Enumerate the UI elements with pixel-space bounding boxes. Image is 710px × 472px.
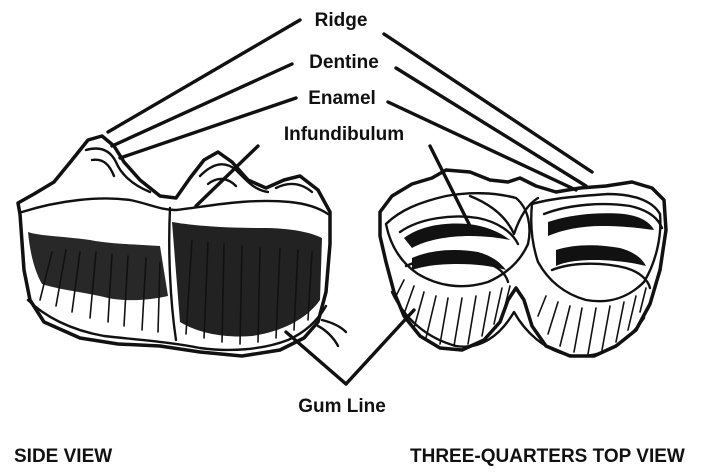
enamel-label: Enamel: [308, 88, 376, 109]
side-view-tooth: [18, 136, 346, 356]
dentine-label: Dentine: [309, 52, 379, 73]
ridge-label: Ridge: [315, 10, 368, 31]
infundibulum-label: Infundibulum: [284, 124, 404, 145]
three-quarters-view-caption: THREE-QUARTERS TOP VIEW: [410, 446, 685, 467]
ridge-leader-right: [384, 34, 592, 172]
ridge-leader-left: [108, 20, 300, 132]
dentine-leader-right: [396, 68, 586, 186]
side-view-caption: SIDE VIEW: [14, 446, 112, 467]
gum-line-label: Gum Line: [298, 396, 386, 417]
gum-line-leader-left: [286, 332, 346, 384]
top-view-tooth: [380, 170, 666, 356]
gum-line-leader-right: [346, 310, 414, 384]
enamel-leader-left: [120, 98, 296, 158]
